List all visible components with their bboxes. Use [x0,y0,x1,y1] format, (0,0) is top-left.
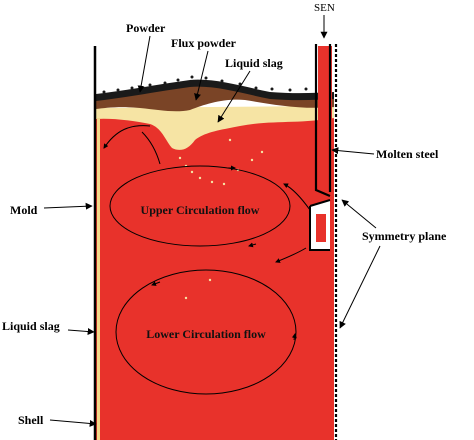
liquid-slag-layer [96,106,334,150]
label-liquid-slag-top: Liquid slag [225,56,283,70]
powder-layer [96,79,334,101]
label-liquid-slag-side: Liquid slag [2,319,60,333]
label-mold: Mold [10,203,38,217]
jet-lower-arrow [275,247,307,263]
shell [97,118,100,440]
label-upper-circulation-flow: Upper Circulation flow [141,203,260,217]
powder-speckles [102,75,322,94]
upper-circulation-ellipse [109,165,291,247]
sen-nozzle [309,44,332,251]
lower-circulation-ellipse [115,269,297,395]
label-powder: Powder [126,21,166,35]
jet-upper-arrow [283,183,311,211]
wall-down-arrow [141,131,161,165]
label-molten-steel: Molten steel [376,147,439,161]
label-symmetry-plane: Symmetry plane [362,229,447,243]
meniscus-flow-arrow [103,125,151,149]
label-flux-powder: Flux powder [171,36,237,50]
label-sen: SEN [314,2,335,14]
label-lower-circulation-flow: Lower Circulation flow [146,327,266,341]
molten-steel-pool [96,108,334,440]
label-shell: Shell [18,413,44,427]
